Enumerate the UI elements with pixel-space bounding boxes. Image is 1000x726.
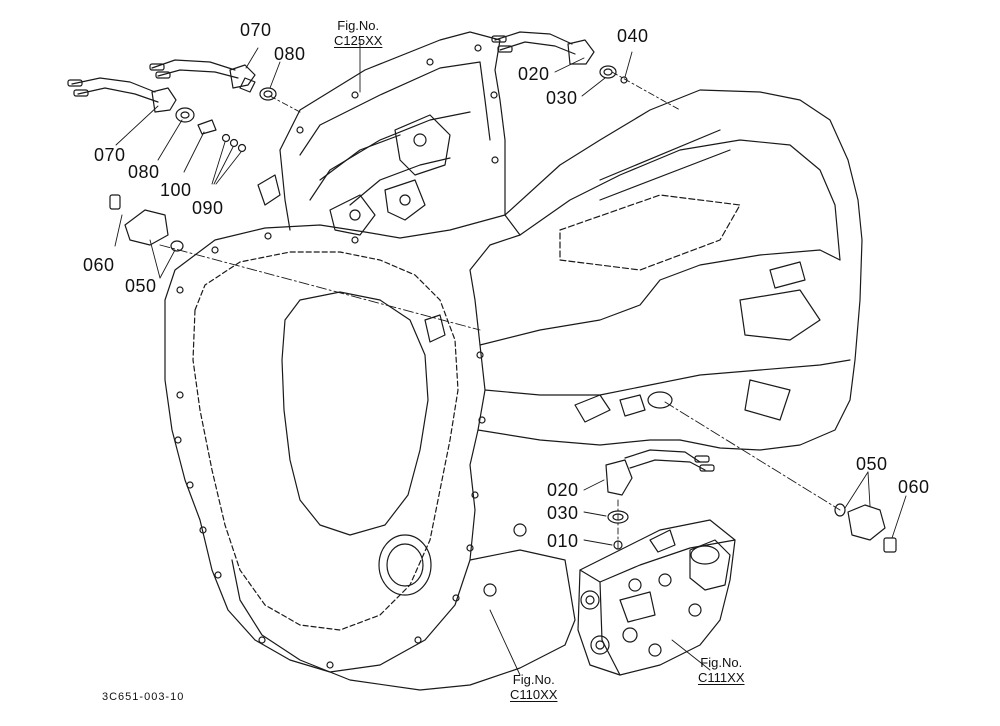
document-id: 3C651-003-10 <box>102 691 185 703</box>
figure-ref-code: C110XX <box>510 687 558 702</box>
part-label-050-right: 050 <box>856 454 888 474</box>
part-label-050-left: 050 <box>125 276 157 296</box>
part-label-030-top: 030 <box>546 88 578 108</box>
sensor-050-right <box>834 503 886 541</box>
switch-070-left <box>67 77 177 113</box>
figure-ref-code: C111XX <box>698 670 745 685</box>
part-label-080-left: 080 <box>128 162 160 182</box>
part-label-020-mid: 020 <box>547 480 579 500</box>
control-valve-assembly <box>577 519 736 676</box>
spring-100 <box>197 119 217 135</box>
leader-lines <box>114 39 907 676</box>
figure-ref-label: Fig.No. <box>337 18 380 33</box>
ball-010 <box>613 540 623 550</box>
washer-080-left <box>175 107 195 123</box>
sensor-050-left <box>109 194 184 252</box>
balls-090 <box>221 133 247 153</box>
transmission-case <box>164 89 863 691</box>
part-label-030-mid: 030 <box>547 503 579 523</box>
part-label-010: 010 <box>547 531 579 551</box>
part-label-070-left: 070 <box>94 145 126 165</box>
figure-ref-code: C125XX <box>334 33 383 48</box>
part-label-060-right: 060 <box>898 477 930 497</box>
part-label-090: 090 <box>192 198 224 218</box>
figure-ref-label: Fig.No. <box>512 672 555 687</box>
part-label-100: 100 <box>160 180 192 200</box>
part-label-060-left: 060 <box>83 255 115 275</box>
figure-ref-top: Fig.No. C125XX <box>334 18 382 48</box>
figure-ref-label: Fig.No. <box>700 655 743 670</box>
figure-ref-bottom-left: Fig.No. C110XX <box>510 672 557 702</box>
part-label-070-top: 070 <box>240 20 272 40</box>
washer-080-top <box>259 87 277 101</box>
part-label-020-top: 020 <box>518 64 550 84</box>
switch-020-mid <box>605 449 715 496</box>
part-label-040: 040 <box>617 26 649 46</box>
switch-020-top <box>491 31 595 65</box>
figure-ref-bottom-right: Fig.No. C111XX <box>698 655 745 685</box>
switch-070-top <box>149 59 256 93</box>
bolt-060-right <box>883 537 897 553</box>
top-cover-housing <box>257 31 506 236</box>
washer-030-top <box>599 65 617 79</box>
part-label-080-top: 080 <box>274 44 306 64</box>
